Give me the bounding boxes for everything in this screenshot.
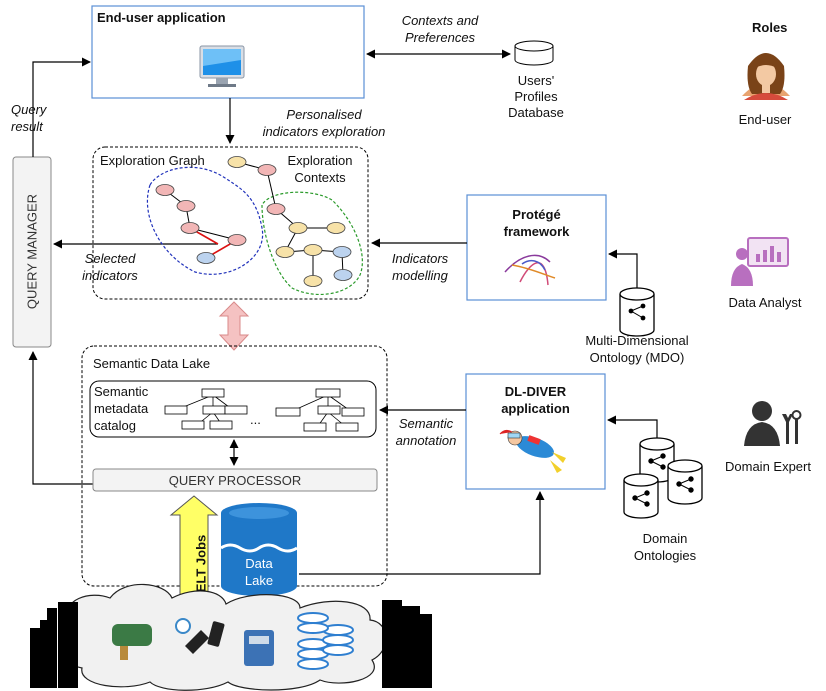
protege-box <box>466 194 607 301</box>
catalog-ellipsis: ... <box>250 412 261 427</box>
mdo-label-line1: Multi-Dimensional <box>585 333 689 348</box>
exploration-contexts-line1: Exploration <box>287 153 353 168</box>
query-manager-box <box>12 156 52 348</box>
elt-jobs-label: ELT Jobs <box>193 534 209 593</box>
contexts-label-line2: Preferences <box>404 30 476 45</box>
data-lake-label-line1: Data <box>245 556 273 571</box>
indicators-modelling-line2: modelling <box>392 268 448 283</box>
roles-title: Roles <box>752 20 788 35</box>
data-lake-icon <box>220 503 298 596</box>
catalog-tree-icon <box>164 388 365 432</box>
query-processor-to-manager-arrow <box>28 351 93 485</box>
end-user-app-title: End-user application <box>97 10 226 25</box>
personalised-label-line2: indicators exploration <box>262 124 386 139</box>
domain-ontologies-line2: Ontologies <box>633 548 697 563</box>
city-left-icon <box>30 602 78 688</box>
end-user-icon <box>742 53 790 100</box>
users-db-label-line2: Profiles <box>514 89 558 104</box>
selected-indicators-line2: indicators <box>82 268 138 283</box>
monitor-icon <box>199 45 245 87</box>
domain-expert-icon <box>744 401 802 446</box>
contexts-label-line1: Contexts and <box>401 13 479 28</box>
domain-to-dldiver-arrow <box>607 415 658 438</box>
catalog-label-line1: Semantic <box>94 384 149 399</box>
domain-ontologies-line1: Domain <box>642 531 688 546</box>
personalised-label-line1: Personalised <box>286 107 362 122</box>
role-data-analyst: Data Analyst <box>728 295 802 310</box>
exploration-graph-label: Exploration Graph <box>100 153 205 168</box>
mdo-db-icon <box>619 287 655 337</box>
exploration-datalake-link-icon <box>218 301 250 351</box>
indicators-modelling-line1: Indicators <box>391 251 449 266</box>
query-processor-label: QUERY PROCESSOR <box>168 473 302 488</box>
diver-icon <box>499 429 566 473</box>
protege-logo-icon <box>504 254 556 286</box>
dldiver-box <box>465 373 606 490</box>
query-result-label-line1: Query <box>11 102 47 117</box>
graph-nodes <box>155 156 353 287</box>
mdo-to-protege-arrow <box>608 249 638 290</box>
dldiver-title-line1: DL-DIVER <box>504 384 567 399</box>
query-result-arrow <box>32 57 91 157</box>
query-manager-label: QUERY MANAGER <box>24 193 40 310</box>
protege-title-line1: Protégé <box>512 207 561 222</box>
protege-title-line2: framework <box>503 224 570 239</box>
domain-ontologies-icon <box>623 437 703 519</box>
role-domain-expert: Domain Expert <box>725 459 811 474</box>
exploration-contexts-line2: Contexts <box>294 170 346 185</box>
exploration-graph-region <box>146 166 264 275</box>
role-end-user: End-user <box>738 112 792 127</box>
city-right-icon <box>382 600 432 688</box>
query-result-label-line2: result <box>11 119 43 134</box>
query-processor-box <box>92 468 378 492</box>
iot-devices-icons <box>112 612 354 670</box>
data-lake-to-dldiver-arrow <box>299 491 545 575</box>
mdo-label-line2: Ontology (MDO) <box>589 350 685 365</box>
data-analyst-icon <box>731 237 789 286</box>
users-db-icon <box>514 40 554 66</box>
semantic-data-lake-box <box>81 345 388 587</box>
exploration-contexts-region <box>261 191 363 295</box>
data-lake-label-line2: Lake <box>244 573 274 588</box>
semantic-annotation-line2: annotation <box>395 433 457 448</box>
selected-indicators-line1: Selected <box>84 251 136 266</box>
users-db-label-line3: Database <box>508 105 564 120</box>
semantic-data-lake-title: Semantic Data Lake <box>93 356 211 371</box>
semantic-annotation-line1: Semantic <box>398 416 454 431</box>
catalog-label-line3: catalog <box>94 418 136 433</box>
users-db-label-line1: Users' <box>517 73 555 88</box>
catalog-label-line2: metadata <box>94 401 149 416</box>
dldiver-title-line2: application <box>501 401 570 416</box>
exploration-box <box>92 146 369 300</box>
